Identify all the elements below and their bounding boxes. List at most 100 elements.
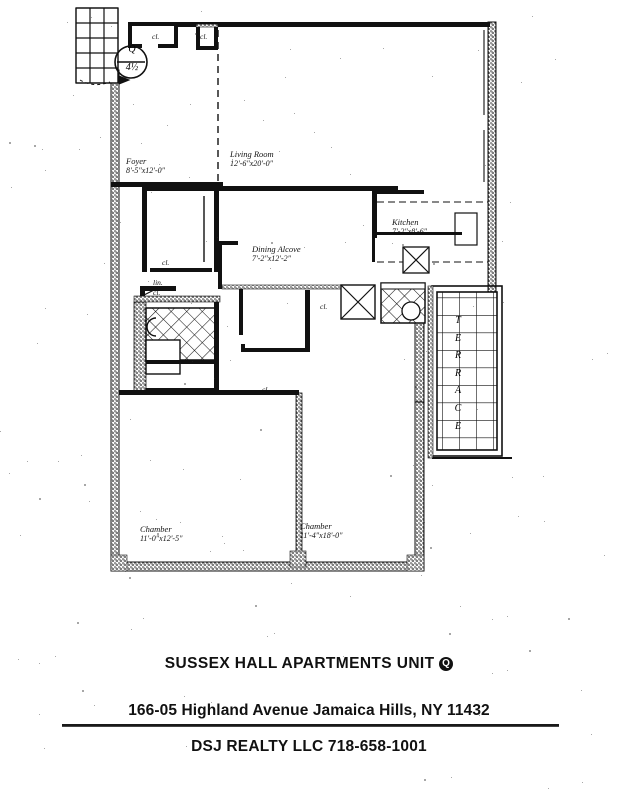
- scan-speck: [432, 76, 433, 77]
- plan-geometry: [75, 7, 512, 572]
- scan-speck: [478, 50, 479, 51]
- scan-speck: [111, 499, 112, 500]
- scan-speck: [451, 777, 452, 778]
- scan-speck: [55, 656, 56, 657]
- scan-speck: [184, 383, 186, 385]
- scan-speck: [492, 673, 493, 674]
- scan-speck: [518, 516, 519, 517]
- room-dim-foyer: 8'-5"x12'-0": [126, 165, 166, 175]
- room-name-foyer: Foyer: [126, 156, 147, 166]
- scan-speck: [267, 636, 268, 637]
- scan-speck: [186, 746, 187, 747]
- scan-speck: [331, 147, 332, 148]
- room-dim-chamber-2: 11'-4"x18'-0": [300, 530, 343, 540]
- scan-speck: [134, 311, 135, 312]
- closet-center-x: [340, 284, 376, 320]
- scan-speck: [18, 659, 19, 660]
- closet-label-1: cl.: [152, 32, 160, 41]
- scan-speck: [67, 22, 68, 23]
- wall-exterior-top: [178, 22, 490, 27]
- scan-speck: [140, 511, 141, 512]
- scan-speck: [141, 387, 142, 388]
- scan-speck: [77, 622, 79, 624]
- scan-speck: [485, 165, 486, 166]
- scan-speck: [492, 619, 493, 620]
- scan-speck: [350, 596, 351, 597]
- scan-speck: [232, 159, 233, 160]
- scan-speck: [180, 522, 181, 523]
- wall-hall-closet-bottom: [150, 268, 212, 272]
- scan-speck: [260, 429, 262, 431]
- scan-speck: [82, 690, 84, 692]
- scan-speck: [340, 58, 341, 59]
- wall-exterior-right-upper: [487, 21, 497, 293]
- scan-speck: [433, 263, 435, 265]
- closet-foyer-a: [128, 22, 178, 48]
- scan-speck: [100, 137, 101, 138]
- scan-speck: [449, 633, 451, 635]
- scan-speck: [413, 465, 414, 466]
- scan-speck: [34, 145, 36, 147]
- room-dim-kitchen: 7'-2"x8'-6": [392, 226, 428, 236]
- caption-realty: DSJ REALTY LLC 718-658-1001: [191, 738, 427, 755]
- scan-speck: [130, 419, 131, 420]
- scan-speck: [392, 243, 393, 244]
- corner-bl: [110, 554, 128, 572]
- scan-speck: [224, 543, 225, 544]
- room-label-foyer: Foyer 8'-5"x12'-0": [126, 156, 166, 175]
- scan-speck: [604, 555, 605, 556]
- scan-speck: [39, 714, 40, 715]
- caption-divider-shadow: [62, 726, 559, 727]
- scan-speck: [279, 151, 280, 152]
- scan-speck: [129, 577, 131, 579]
- scan-speck: [20, 535, 21, 536]
- scan-speck: [217, 237, 218, 238]
- scan-speck: [270, 268, 271, 269]
- scan-speck: [430, 547, 432, 549]
- scan-speck: [507, 616, 508, 617]
- wall-foyer-hall-top: [142, 186, 220, 191]
- closet-linen: [140, 286, 176, 300]
- closet-label-5: cl.: [320, 302, 328, 311]
- scan-speck: [286, 660, 287, 661]
- scan-speck: [189, 177, 190, 178]
- floor-plan-drawing: [75, 7, 512, 572]
- scan-speck: [503, 302, 504, 303]
- scan-speck: [87, 314, 88, 315]
- scan-speck: [254, 568, 255, 569]
- scan-speck: [94, 705, 95, 706]
- scan-speck: [195, 33, 197, 35]
- scan-speck: [390, 475, 392, 477]
- scan-speck: [416, 749, 417, 750]
- scan-speck: [543, 476, 544, 477]
- scan-speck: [271, 242, 273, 244]
- scan-speck: [91, 17, 92, 18]
- room-dim-dining: 7'-2"x12'-2": [252, 253, 292, 263]
- scan-speck: [470, 533, 471, 534]
- scan-speck: [156, 519, 157, 520]
- caption-title: SUSSEX HALL APARTMENTS UNIT Q: [0, 655, 618, 673]
- scan-speck: [37, 343, 38, 344]
- unit-badge: Q: [439, 656, 454, 671]
- scan-speck: [507, 670, 508, 671]
- closet-label-linen-line1: lin.: [153, 278, 163, 287]
- scan-speck: [104, 263, 105, 264]
- room-dim-chamber-1: 11'-0"x12'-5": [140, 533, 183, 543]
- scan-speck: [548, 788, 549, 789]
- wall-exterior-left: [110, 69, 120, 571]
- closet-label-6: cl.: [262, 385, 270, 394]
- room-label-chamber-1: Chamber 11'-0"x12'-5": [140, 524, 183, 543]
- scan-speck: [479, 715, 480, 716]
- scan-speck: [363, 225, 364, 226]
- terrace-letter: A: [454, 385, 462, 397]
- scan-speck: [285, 77, 286, 78]
- closet-label-2: cl.: [200, 32, 208, 41]
- scan-speck: [544, 521, 545, 522]
- scan-speck: [304, 247, 305, 248]
- room-label-chamber-2: Chamber 11'-4"x18'-0": [300, 521, 343, 540]
- scan-speck: [222, 536, 223, 537]
- scan-speck: [131, 629, 132, 630]
- wall-foyer-hall-right: [214, 186, 219, 272]
- scan-speck: [214, 378, 215, 379]
- scan-speck: [458, 353, 460, 355]
